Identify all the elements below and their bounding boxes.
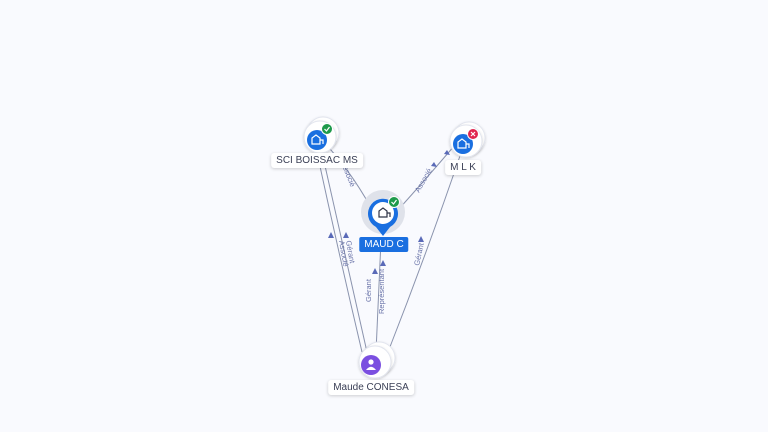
edge-label: Gérant: [364, 278, 373, 302]
edge-arrows: [328, 150, 450, 274]
node-label-maude-conesa[interactable]: Maude CONESA: [328, 380, 414, 395]
arrow-up-icon: [444, 150, 450, 155]
arrow-up-icon: [372, 268, 378, 274]
node-label-sci-boissac-ms[interactable]: SCI BOISSAC MS: [271, 153, 363, 168]
edge-label: Gérant: [344, 240, 357, 265]
edge-label: Représentant: [377, 268, 386, 314]
building-icon: [457, 138, 470, 149]
building-icon: [378, 207, 391, 218]
edge-label: Associé: [337, 240, 350, 267]
arrow-up-icon: [328, 232, 334, 238]
company-badge: [453, 134, 473, 154]
arrow-up-icon: [343, 232, 349, 238]
edge-label: Gérant: [412, 241, 426, 266]
arrow-up-icon: [380, 260, 386, 266]
arrow-up-icon: [431, 162, 437, 167]
arrow-up-icon: [418, 236, 424, 242]
edge-label: Associé: [413, 167, 434, 194]
edge-conesa-maud-c[interactable]: [375, 239, 382, 353]
node-maude-conesa[interactable]: [358, 341, 396, 379]
person-icon: [366, 359, 376, 370]
edge-conesa-sci-boissac-2[interactable]: [320, 147, 368, 353]
node-label-maud-c[interactable]: MAUD C: [359, 237, 409, 252]
check-icon: [391, 199, 397, 205]
node-mlk[interactable]: [449, 121, 486, 158]
active-status-icon: [388, 196, 400, 208]
node-label-mlk[interactable]: M L K: [445, 160, 481, 175]
person-badge: [361, 355, 381, 375]
check-icon: [324, 126, 330, 132]
edge-conesa-sci-boissac-1[interactable]: [315, 147, 363, 353]
company-badge: [307, 130, 327, 150]
node-sci-boissac-ms[interactable]: [303, 116, 340, 154]
node-maud-c[interactable]: [361, 190, 405, 236]
active-status-icon: [321, 123, 333, 135]
close-icon: [470, 131, 476, 137]
building-icon: [311, 134, 324, 145]
